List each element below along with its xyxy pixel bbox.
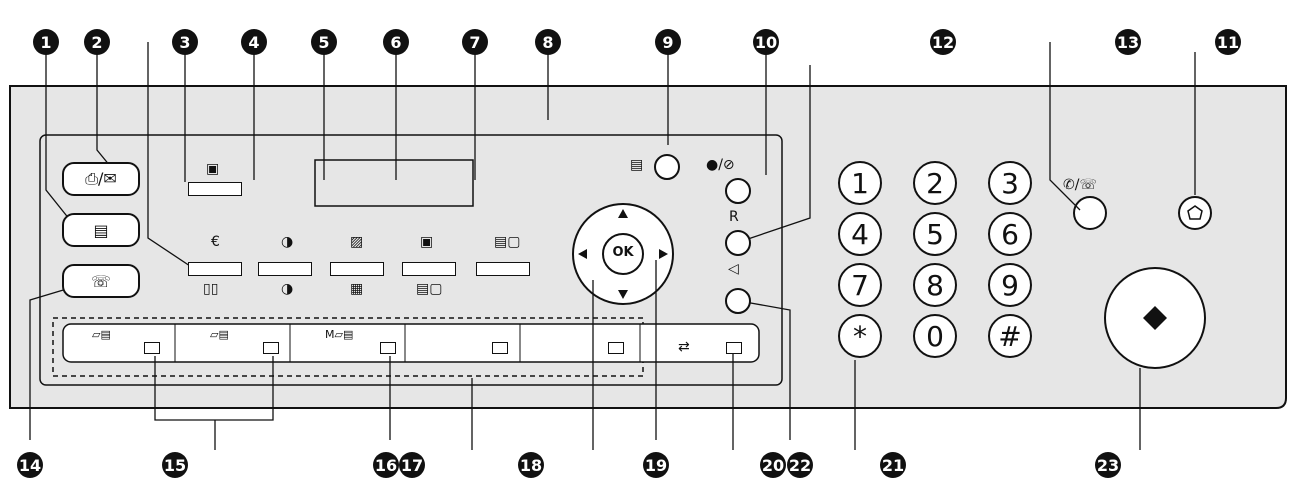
key-8[interactable]: 8 [913, 263, 957, 307]
callout-11: 11 [1215, 29, 1241, 55]
key-1[interactable]: 1 [838, 161, 882, 205]
callout-22: 22 [787, 452, 813, 478]
fax-button[interactable]: ☏ [62, 264, 140, 298]
lcd-display [316, 161, 472, 205]
callout-10: 10 [753, 29, 779, 55]
callout-7: 7 [462, 29, 488, 55]
callout-13: 13 [1115, 29, 1141, 55]
key-star[interactable]: * [838, 314, 882, 358]
callout-2: 2 [84, 29, 110, 55]
callout-6: 6 [383, 29, 409, 55]
callout-9: 9 [655, 29, 681, 55]
layout-icon: ▦ [350, 281, 364, 297]
duplex-button[interactable] [476, 262, 530, 276]
key-hash[interactable]: # [988, 314, 1032, 358]
key-4[interactable]: 4 [838, 212, 882, 256]
callout-3: 3 [172, 29, 198, 55]
callout-1: 1 [33, 29, 59, 55]
callout-21: 21 [880, 452, 906, 478]
stop-button[interactable] [1179, 197, 1211, 229]
cancel-icon: ●/⊘ [706, 157, 735, 173]
station-1-icon: ▱▤ [92, 328, 111, 341]
key-3[interactable]: 3 [988, 161, 1032, 205]
ok-button[interactable]: OK [612, 245, 634, 260]
callout-12: 12 [930, 29, 956, 55]
fax-icon: ☏ [90, 271, 111, 291]
scan-email-icon: ⎙/✉ [85, 169, 117, 188]
quality-button[interactable] [330, 262, 384, 276]
copy-button[interactable]: ▤ [62, 213, 140, 247]
station-4-button[interactable] [492, 342, 508, 354]
callout-15: 15 [162, 452, 188, 478]
key-6[interactable]: 6 [988, 212, 1032, 256]
key-0[interactable]: 0 [913, 314, 957, 358]
eco-icon: € [211, 234, 220, 250]
key-9[interactable]: 9 [988, 263, 1032, 307]
id-copy-button[interactable] [188, 182, 242, 196]
key-5[interactable]: 5 [913, 212, 957, 256]
enlarge-icon: ▤▢ [416, 281, 443, 297]
callout-17: 17 [399, 452, 425, 478]
station-3-button[interactable] [380, 342, 396, 354]
density-icon: ◑ [281, 234, 294, 250]
density-button[interactable] [258, 262, 312, 276]
redial-label: R [729, 209, 739, 225]
duplex-icon: ▤▢ [494, 234, 521, 250]
phone-icon: ✆/☏ [1063, 177, 1097, 193]
station-1-button[interactable] [144, 342, 160, 354]
copy-icon: ▤ [93, 220, 109, 240]
book-icon: ▯▯ [203, 281, 219, 297]
station-2-button[interactable] [263, 342, 279, 354]
station-2-icon: ▱▤ [210, 328, 229, 341]
menu-button[interactable] [654, 154, 680, 180]
size-icon: ▣ [420, 234, 434, 250]
callout-18: 18 [518, 452, 544, 478]
callout-5: 5 [311, 29, 337, 55]
redial-button[interactable] [725, 230, 751, 256]
key-2[interactable]: 2 [913, 161, 957, 205]
callout-8: 8 [535, 29, 561, 55]
callout-19: 19 [643, 452, 669, 478]
size-button[interactable] [402, 262, 456, 276]
lower-icon: ⇄ [678, 339, 690, 355]
key-7[interactable]: 7 [838, 263, 882, 307]
callout-23: 23 [1095, 452, 1121, 478]
cancel-button[interactable] [725, 178, 751, 204]
start-button[interactable] [1105, 268, 1205, 368]
scan-email-button[interactable]: ⎙/✉ [62, 162, 140, 196]
phone-button[interactable] [1074, 197, 1106, 229]
monitor-icon: ◁ [728, 261, 739, 277]
eco-button[interactable] [188, 262, 242, 276]
id-copy-icon: ▣ [206, 161, 220, 177]
lower-button[interactable] [726, 342, 742, 354]
monitor-button[interactable] [725, 288, 751, 314]
density-lower-icon: ◑ [281, 281, 294, 297]
station-5-button[interactable] [608, 342, 624, 354]
callout-16: 16 [373, 452, 399, 478]
callout-4: 4 [241, 29, 267, 55]
quality-icon: ▨ [350, 234, 364, 250]
station-3-icon: M▱▤ [325, 328, 354, 341]
callout-20: 20 [760, 452, 786, 478]
menu-icon: ▤ [630, 157, 644, 173]
callout-14: 14 [17, 452, 43, 478]
